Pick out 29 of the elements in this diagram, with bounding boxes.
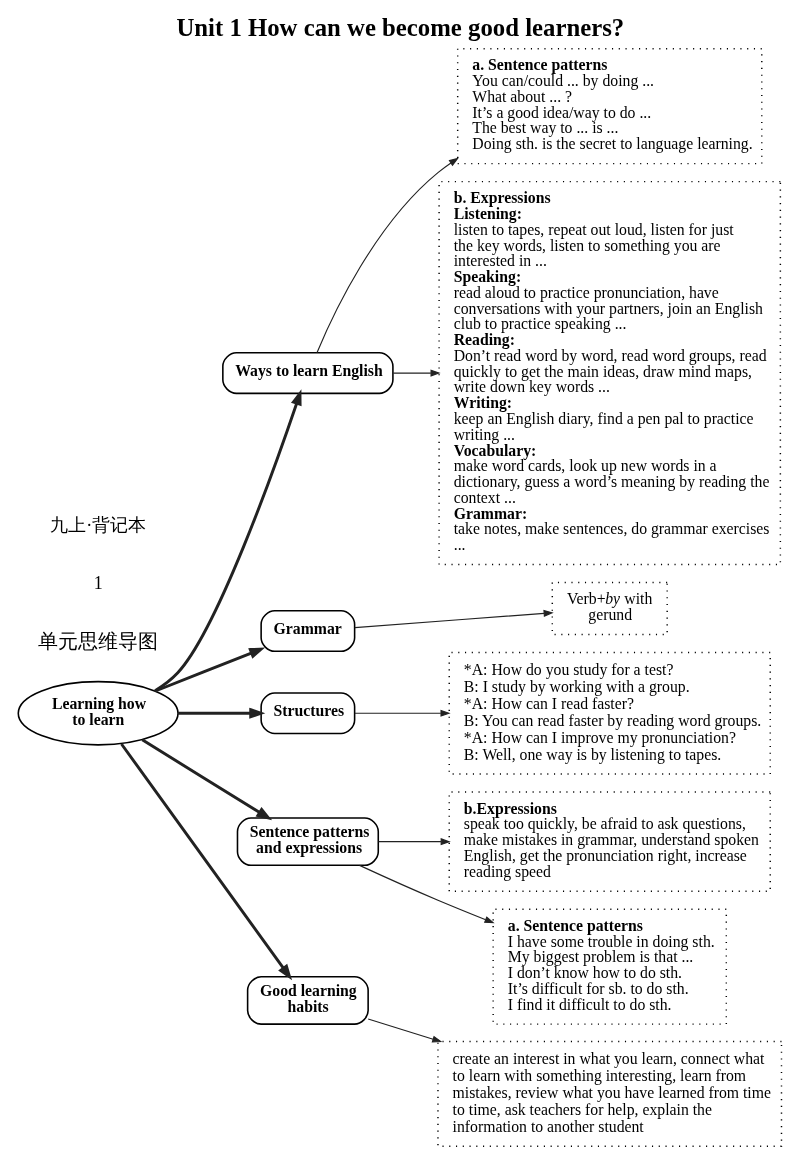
node-box: Verb+by with gerund [551,581,668,636]
label: 单元思维导图 [38,630,159,653]
node-box: a. Sentence patterns I have some trouble in doing sth. My biggest problem is that ... I don’t know how to do sth. It’s difficult for sb. to do sth. I find it difficult to do sth. [492,908,728,1025]
node-box: Good learning habits [246,976,369,1025]
label: 1 [93,573,103,594]
node-box: b.Expressions speak too quickly, be afraid to ask questions, make mistakes in grammar, understand spoken English, get the pronunciation right, increase reading speed [448,791,771,892]
node-box: Ways to learn English [222,352,394,395]
node-box: *A: How do you study for a test? B: I study by working with a group. *A: How can I read faster? B: You can read faster by reading word groups. *A: How can I improve my pronunciation? B: Well, one way is by listening to tapes. [448,651,771,775]
arrow [316,157,459,354]
node-box: b. Expressions Listening: listen to tapes, repeat out loud, listen for just the key words, listen to something you are interested in ... Speaking: read aloud to practice pronunciation, have conversations with your partners, join an English club to practice speaking ... Reading: Don’t read word by word, read word groups, read quickly to get the main ideas, draw mind maps, write down key words ... Writing: keep an English diary, find a pen pal to practice writing ... Vocabulary: make word cards, look up new words in a dictionary, guess a word’s meaning by reading the context ... Grammar: take notes, make sentences, do grammar exercises ... [438,180,782,566]
arrow [154,389,302,692]
arrow [178,707,266,719]
arrow [392,369,441,377]
node-ellipse: Learning how to learn [17,680,179,746]
arrow [354,609,554,629]
arrow [367,1018,443,1043]
arrow [141,738,273,821]
arrow [377,838,451,846]
node-box: a. Sentence patterns You can/could ... by doing ... What about ... ? It’s a good idea/way to do ... The best way to ... is ... Doing sth. is the secret to language learning. [456,48,763,165]
arrow [359,864,495,924]
arrow [354,709,451,717]
diagram-title: Unit 1 How can we become good learners? [176,13,625,41]
node-box: Grammar [260,609,356,653]
node-box: create an interest in what you learn, connect what to learn with something interesting, learn from mistakes, review what you have learned from time to time, ask teachers for help, explain the information to another student [437,1040,783,1148]
node-box: Sentence patterns and expressions [236,817,380,867]
arrow [120,743,293,981]
arrow [154,647,266,693]
label: 九上·背记本 [50,514,147,535]
node-box: Structures [260,692,356,735]
